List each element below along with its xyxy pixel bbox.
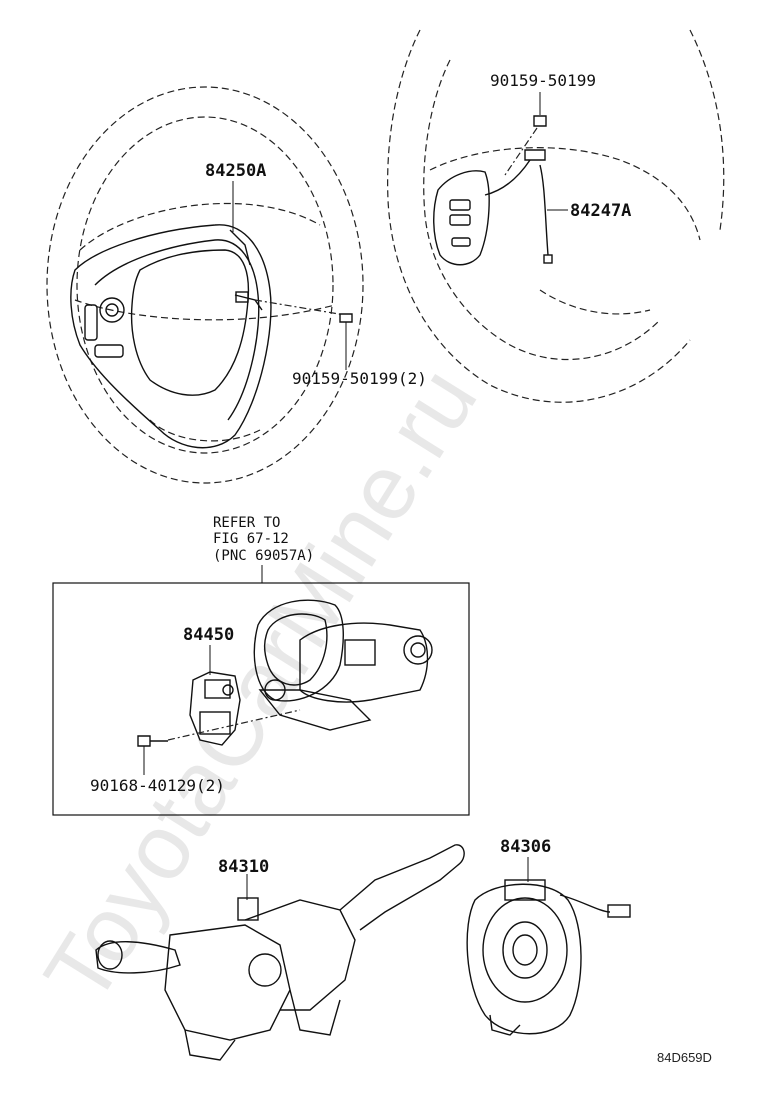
screw-90159-50199-left [254,299,353,370]
steering-lock-assembly [253,599,433,731]
refer-line-1: REFER TO [213,515,280,531]
horn-pad-84250A [70,224,272,449]
refer-line-3: (PNC 69057A) [213,548,314,564]
ignition-group-box [52,582,470,816]
label-84450: 84450 [183,625,234,645]
label-90159-50199-2: 90159-50199(2) [292,369,427,388]
steering-wheel-left [46,86,364,484]
combination-switch-84310 [95,844,465,1061]
label-90168-40129-2: 90168-40129(2) [90,776,225,795]
label-84247A: 84247A [570,201,631,221]
label-84310: 84310 [218,857,269,877]
refer-line-2: FIG 67-12 [213,531,289,547]
screw-90168-40129 [137,709,301,775]
steering-switch-84247A [433,149,553,266]
label-84306: 84306 [500,837,551,857]
steering-wheel-right [387,29,725,403]
label-84250A: 84250A [205,161,266,181]
screw-90159-50199-right [504,92,547,176]
label-90159-50199: 90159-50199 [490,71,596,90]
spiral-cable-84306 [466,879,631,1036]
diagram-code: 84D659D [657,1050,712,1065]
